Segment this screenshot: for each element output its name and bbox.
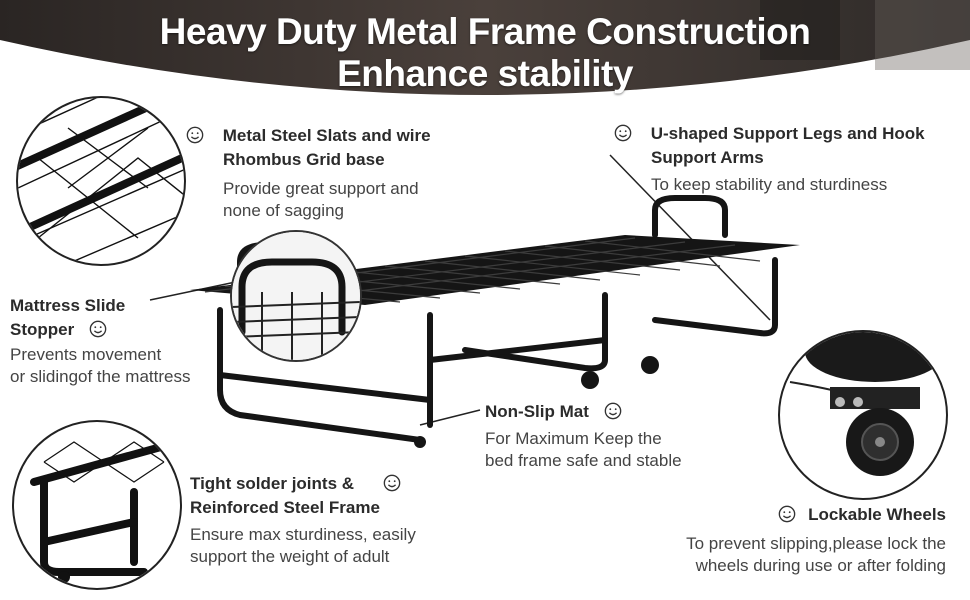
smiley-icon <box>383 474 401 492</box>
feature-description: Prevents movement <box>10 345 162 364</box>
feature-lockable-wheels: Lockable Wheels To prevent slipping,plea… <box>640 503 946 577</box>
feature-description: bed frame safe and stable <box>485 451 682 470</box>
feature-mattress-stopper: Mattress Slide Stopper Prevents movement… <box>10 294 190 388</box>
feature-title: Tight solder joints & <box>190 474 355 493</box>
banner-background <box>0 0 970 95</box>
feature-title: Lockable Wheels <box>808 505 946 524</box>
detail-wheel-image <box>778 330 948 500</box>
detail-mattress-stopper-image <box>230 230 362 362</box>
detail-grid-base-image <box>16 96 186 266</box>
feature-grid-base: Metal Steel Slats and wire Rhombus Grid … <box>186 124 431 222</box>
feature-description: support the weight of adult <box>190 547 390 566</box>
smiley-icon <box>604 402 621 420</box>
feature-description: Ensure max sturdiness, easily <box>190 525 416 544</box>
feature-title: Reinforced Steel Frame <box>190 498 380 517</box>
smiley-icon <box>89 320 107 338</box>
feature-support-legs: U-shaped Support Legs and Hook Support A… <box>614 122 925 196</box>
headline-line-1: Heavy Duty Metal Frame Construction <box>159 11 811 52</box>
feature-description: none of sagging <box>223 201 344 220</box>
feature-description: Provide great support and <box>223 179 419 198</box>
feature-description: or slidingof the mattress <box>10 367 191 386</box>
feature-title: Stopper <box>10 320 75 339</box>
feature-title: U-shaped Support Legs and Hook <box>650 124 925 143</box>
feature-title: Support Arms <box>651 148 764 167</box>
headline-line-2: Enhance stability <box>337 53 633 94</box>
feature-title: Mattress Slide <box>10 296 126 315</box>
feature-title: Metal Steel Slats and wire <box>222 126 431 145</box>
detail-frame-joints-image <box>12 420 182 590</box>
feature-solder-joints: Tight solder joints & Reinforced Steel F… <box>190 472 416 568</box>
feature-title: Non-Slip Mat <box>485 402 589 421</box>
smiley-icon <box>778 505 796 523</box>
feature-description: For Maximum Keep the <box>485 429 662 448</box>
feature-non-slip-mat: Non-Slip Mat For Maximum Keep the bed fr… <box>485 400 682 472</box>
smiley-icon <box>186 126 204 144</box>
header-banner: Heavy Duty Metal Frame Construction Enha… <box>0 0 970 115</box>
feature-title: Rhombus Grid base <box>223 150 385 169</box>
smiley-icon <box>614 124 632 142</box>
feature-description: To prevent slipping,please lock the <box>686 534 946 553</box>
feature-description: wheels during use or after folding <box>695 556 946 575</box>
feature-description: To keep stability and sturdiness <box>651 175 888 194</box>
